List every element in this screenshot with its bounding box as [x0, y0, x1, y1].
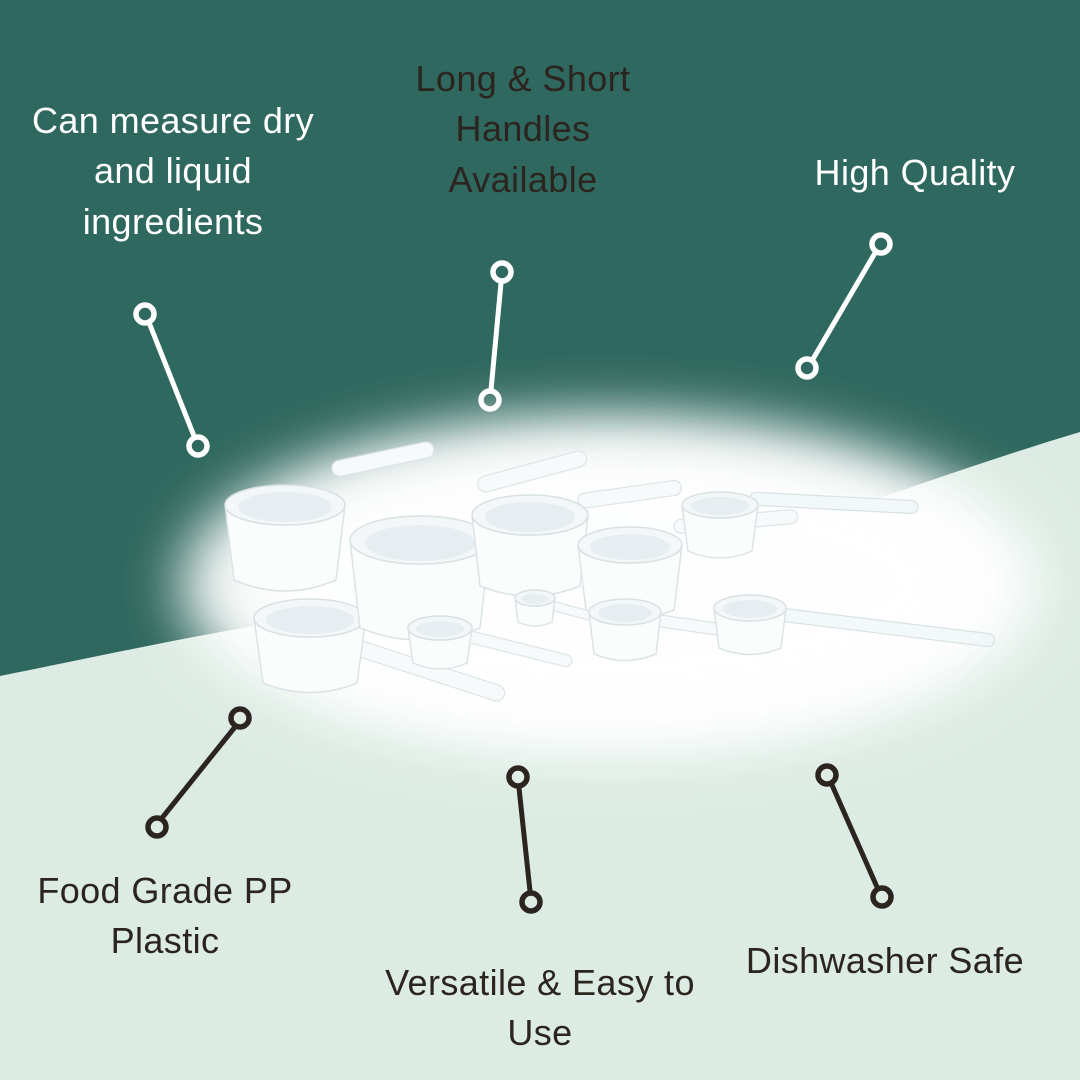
pin-dishwasher	[815, 763, 894, 909]
pin-food-grade	[145, 706, 252, 839]
callout-food-grade: Food Grade PP Plastic	[37, 870, 293, 962]
callout-high-quality: High Quality	[814, 152, 1016, 193]
pin-versatile	[506, 765, 543, 914]
callout-dishwasher-safe: Dishwasher Safe	[745, 940, 1025, 981]
pin-measure-dry-liquid	[133, 302, 210, 458]
callout-long-short-handles: Long & Short Handles Available	[415, 58, 631, 200]
pin-long-short-handles	[478, 260, 514, 412]
callout-versatile: Versatile & Easy to Use	[385, 962, 695, 1054]
product-image	[224, 441, 996, 702]
callout-measure-dry-liquid: Can measure dry and liquid ingredients	[31, 100, 315, 242]
pin-high-quality	[795, 232, 893, 380]
